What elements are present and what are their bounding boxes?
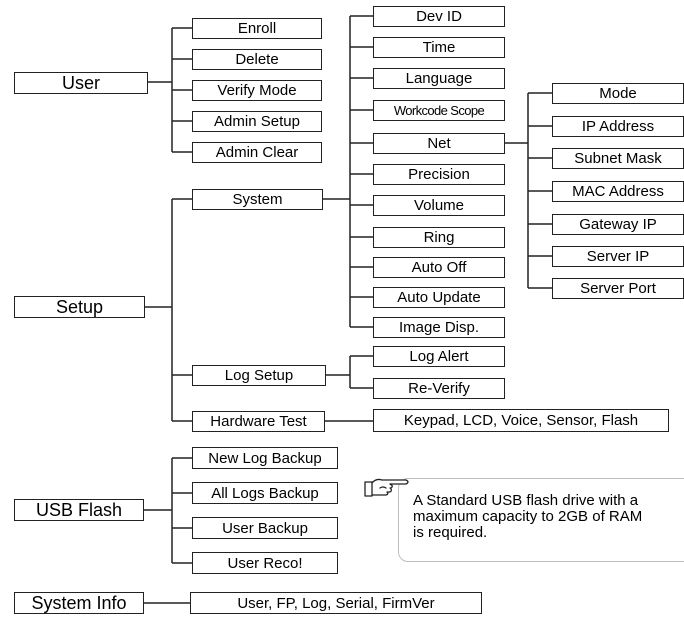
usb-flash-menu: USB Flash <box>14 499 144 521</box>
note-line-3: is required. <box>413 524 488 541</box>
note-line-2: maximum capacity to 2GB of RAM <box>413 508 643 525</box>
usb-item-new-log-backup: New Log Backup <box>192 447 338 469</box>
setup-item-system: System <box>192 189 323 210</box>
net-item-subnet-mask: Subnet Mask <box>552 148 684 169</box>
net-item-mode: Mode <box>552 83 684 104</box>
note-line-1: A Standard USB flash drive with a <box>413 492 639 509</box>
net-item-ip-address: IP Address <box>552 116 684 137</box>
setup-menu: Setup <box>14 296 145 318</box>
log-setup-item-re-verify: Re-Verify <box>373 378 505 399</box>
system-item-ring: Ring <box>373 227 505 248</box>
system-item-workcode-scope: Workcode Scope <box>373 100 505 121</box>
system-info-detail: User, FP, Log, Serial, FirmVer <box>190 592 482 614</box>
net-item-server-port: Server Port <box>552 278 684 299</box>
system-item-language: Language <box>373 68 505 89</box>
user-item-delete: Delete <box>192 49 322 70</box>
log-setup-item-log-alert: Log Alert <box>373 346 505 367</box>
usb-item-user-backup: User Backup <box>192 517 338 539</box>
user-item-enroll: Enroll <box>192 18 322 39</box>
system-info-menu: System Info <box>14 592 144 614</box>
net-item-gateway-ip: Gateway IP <box>552 214 684 235</box>
hardware-test-detail: Keypad, LCD, Voice, Sensor, Flash <box>373 409 669 432</box>
system-item-net: Net <box>373 133 505 154</box>
system-item-time: Time <box>373 37 505 58</box>
pointing-hand-icon <box>364 478 409 497</box>
system-item-auto-update: Auto Update <box>373 287 505 308</box>
setup-item-hardware-test: Hardware Test <box>192 411 325 432</box>
user-item-admin-clear: Admin Clear <box>192 142 322 163</box>
user-item-admin-setup: Admin Setup <box>192 111 322 132</box>
net-item-server-ip: Server IP <box>552 246 684 267</box>
user-item-verify-mode: Verify Mode <box>192 80 322 101</box>
system-item-dev-id: Dev ID <box>373 6 505 27</box>
net-item-mac-address: MAC Address <box>552 181 684 202</box>
usb-item-user-reco: User Reco! <box>192 552 338 574</box>
system-item-image-disp: Image Disp. <box>373 317 505 338</box>
system-item-auto-off: Auto Off <box>373 257 505 278</box>
setup-item-log-setup: Log Setup <box>192 365 326 386</box>
system-item-volume: Volume <box>373 195 505 216</box>
usb-requirement-note: A Standard USB flash drive with a maximu… <box>398 478 684 562</box>
user-menu: User <box>14 72 148 94</box>
system-item-precision: Precision <box>373 164 505 185</box>
usb-item-all-logs-backup: All Logs Backup <box>192 482 338 504</box>
